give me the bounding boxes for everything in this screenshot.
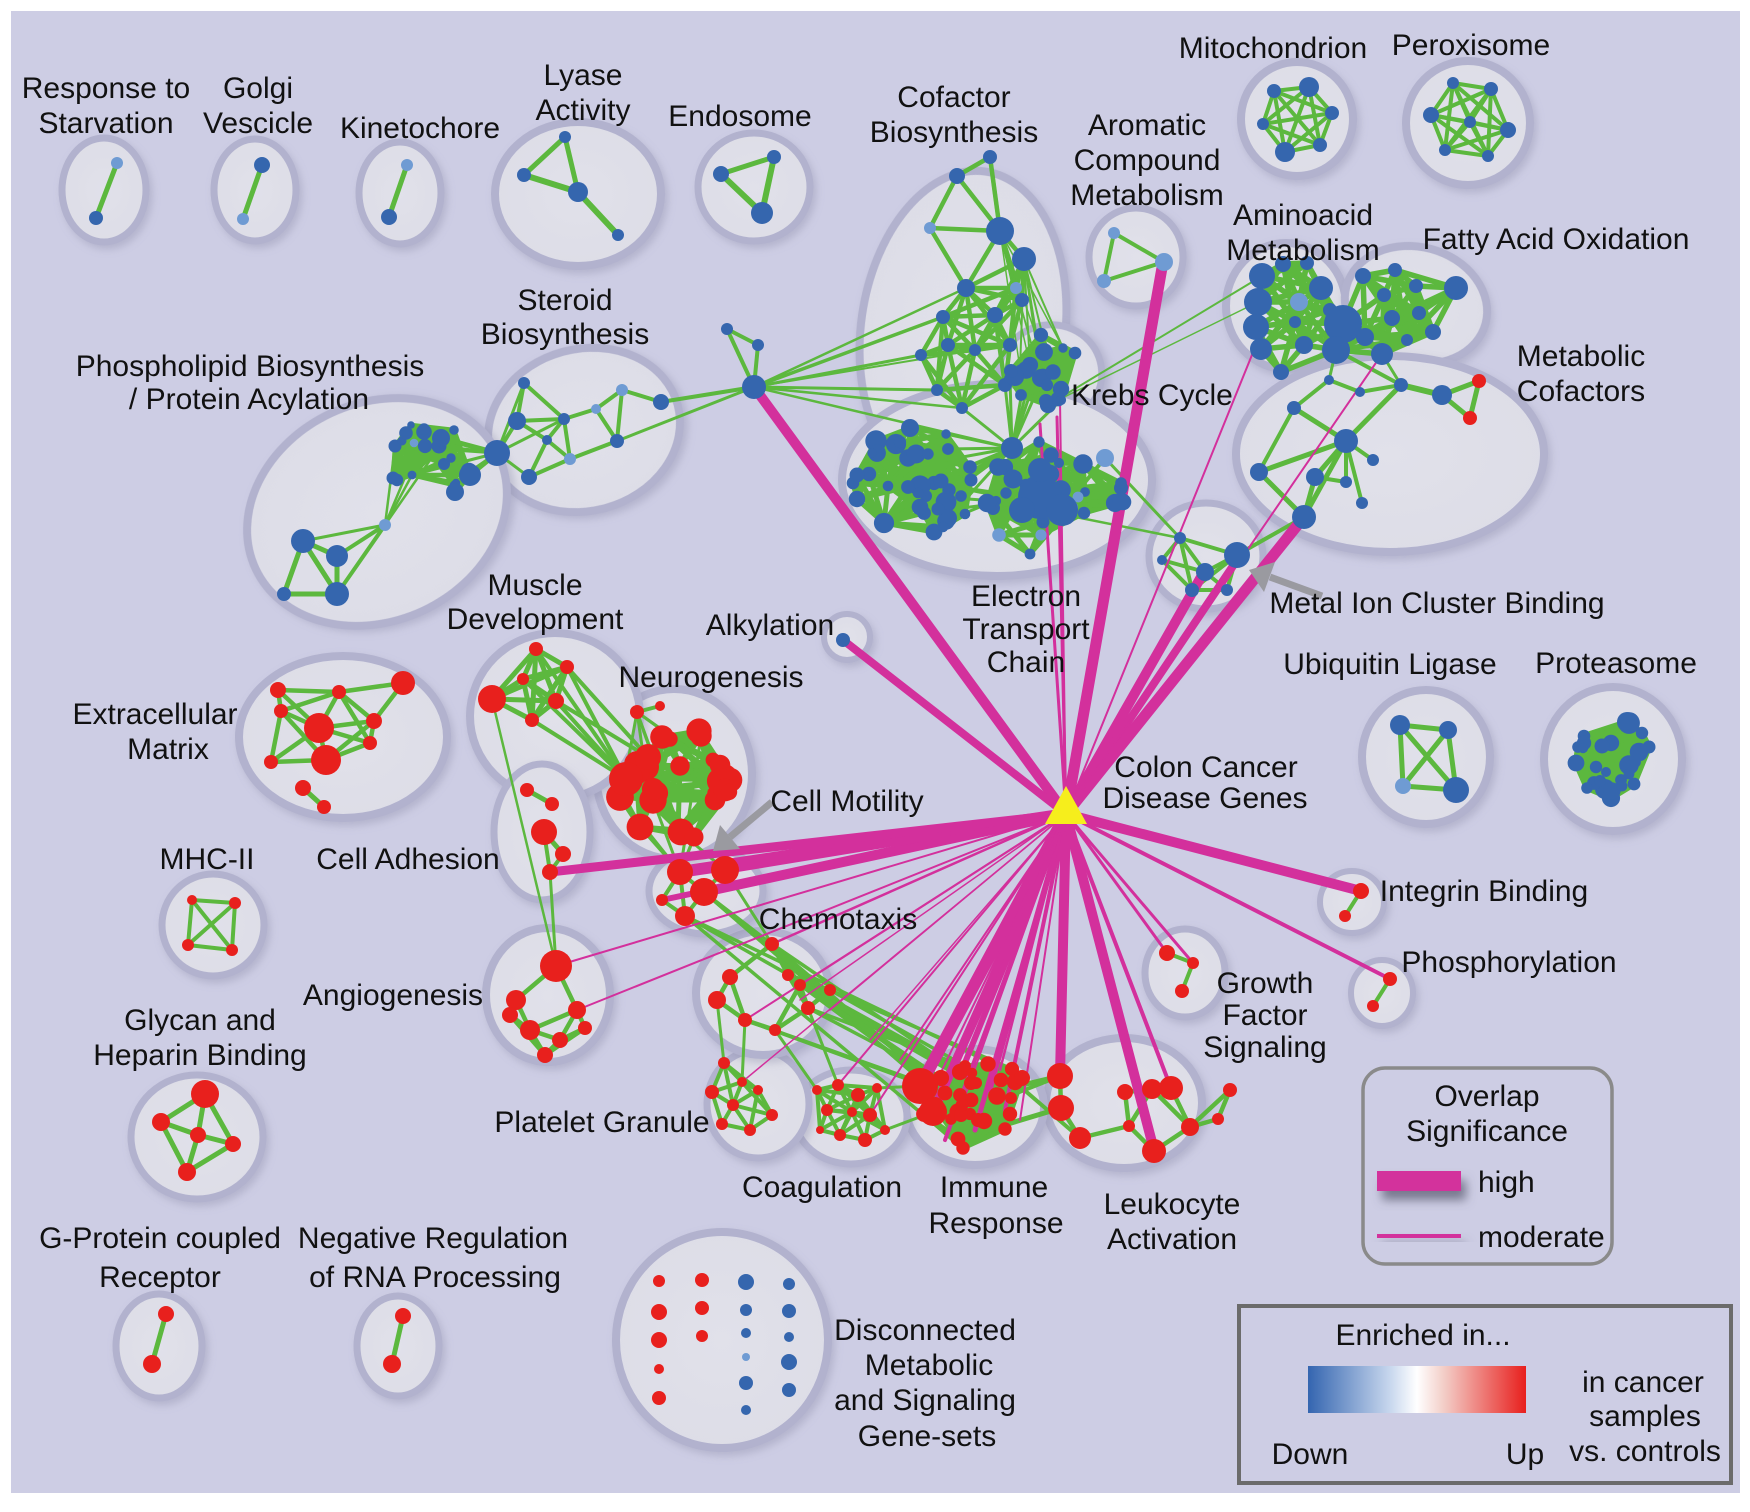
- svg-text:Disease Genes: Disease Genes: [1102, 782, 1307, 815]
- svg-text:Golgi: Golgi: [223, 72, 293, 105]
- svg-text:Activation: Activation: [1107, 1223, 1237, 1256]
- svg-text:vs. controls: vs. controls: [1569, 1435, 1721, 1468]
- svg-text:Phosphorylation: Phosphorylation: [1401, 946, 1616, 979]
- svg-text:samples: samples: [1589, 1400, 1701, 1433]
- svg-text:Electron: Electron: [971, 580, 1081, 613]
- svg-text:Ubiquitin Ligase: Ubiquitin Ligase: [1283, 648, 1496, 681]
- svg-text:Angiogenesis: Angiogenesis: [303, 979, 483, 1012]
- svg-text:Neurogenesis: Neurogenesis: [618, 661, 803, 694]
- svg-text:Growth: Growth: [1217, 967, 1314, 1000]
- svg-text:Matrix: Matrix: [127, 733, 209, 766]
- svg-text:Glycan and: Glycan and: [124, 1004, 276, 1037]
- svg-text:Metabolic: Metabolic: [865, 1349, 993, 1382]
- svg-text:Heparin Binding: Heparin Binding: [93, 1039, 306, 1072]
- svg-text:Cofactors: Cofactors: [1517, 375, 1645, 408]
- svg-text:Cell Motility: Cell Motility: [770, 785, 923, 818]
- svg-text:Activity: Activity: [535, 94, 630, 127]
- svg-text:Leukocyte: Leukocyte: [1104, 1188, 1241, 1221]
- svg-text:Vescicle: Vescicle: [203, 107, 313, 140]
- svg-text:Kinetochore: Kinetochore: [340, 112, 500, 145]
- svg-text:Cofactor: Cofactor: [897, 81, 1010, 114]
- svg-text:Receptor: Receptor: [99, 1261, 221, 1294]
- svg-text:Fatty Acid Oxidation: Fatty Acid Oxidation: [1423, 223, 1690, 256]
- svg-text:Coagulation: Coagulation: [742, 1171, 902, 1204]
- svg-text:Integrin Binding: Integrin Binding: [1380, 875, 1588, 908]
- svg-text:Response: Response: [928, 1207, 1063, 1240]
- svg-text:Lyase: Lyase: [544, 59, 623, 92]
- svg-text:Down: Down: [1272, 1438, 1349, 1471]
- svg-text:Metabolism: Metabolism: [1070, 179, 1223, 212]
- svg-text:Chain: Chain: [987, 646, 1065, 679]
- svg-text:MHC-II: MHC-II: [160, 843, 255, 876]
- svg-text:of RNA Processing: of RNA Processing: [309, 1261, 561, 1294]
- svg-text:Up: Up: [1506, 1438, 1544, 1471]
- svg-text:Chemotaxis: Chemotaxis: [759, 903, 917, 936]
- svg-text:Mitochondrion: Mitochondrion: [1179, 32, 1367, 65]
- svg-text:G-Protein coupled: G-Protein coupled: [39, 1222, 281, 1255]
- svg-text:Enriched in...: Enriched in...: [1335, 1319, 1510, 1352]
- svg-text:Extracellular: Extracellular: [72, 698, 237, 731]
- svg-text:Significance: Significance: [1406, 1115, 1568, 1148]
- svg-text:high: high: [1478, 1166, 1535, 1199]
- svg-text:in cancer: in cancer: [1582, 1366, 1704, 1399]
- svg-text:Negative Regulation: Negative Regulation: [298, 1222, 568, 1255]
- svg-text:Factor: Factor: [1222, 999, 1307, 1032]
- svg-text:/ Protein Acylation: / Protein Acylation: [129, 383, 369, 416]
- svg-text:Transport: Transport: [962, 613, 1090, 646]
- svg-text:Peroxisome: Peroxisome: [1392, 29, 1550, 62]
- svg-text:Starvation: Starvation: [38, 107, 173, 140]
- svg-text:and Signaling: and Signaling: [834, 1384, 1016, 1417]
- svg-text:Phospholipid Biosynthesis: Phospholipid Biosynthesis: [76, 350, 425, 383]
- svg-text:Development: Development: [447, 603, 624, 636]
- svg-text:moderate: moderate: [1478, 1221, 1605, 1254]
- svg-text:Metabolism: Metabolism: [1226, 234, 1379, 267]
- svg-text:Gene-sets: Gene-sets: [858, 1420, 996, 1453]
- svg-text:Platelet Granule: Platelet Granule: [494, 1106, 709, 1139]
- svg-text:Colon Cancer: Colon Cancer: [1114, 751, 1297, 784]
- svg-text:Overlap: Overlap: [1434, 1080, 1539, 1113]
- svg-text:Muscle: Muscle: [487, 569, 582, 602]
- svg-text:Metabolic: Metabolic: [1517, 340, 1645, 373]
- svg-text:Compound: Compound: [1074, 144, 1221, 177]
- svg-text:Aromatic: Aromatic: [1088, 109, 1206, 142]
- svg-text:Metal Ion Cluster Binding: Metal Ion Cluster Binding: [1269, 587, 1604, 620]
- svg-text:Alkylation: Alkylation: [706, 609, 834, 642]
- svg-text:Cell Adhesion: Cell Adhesion: [316, 843, 499, 876]
- svg-text:Steroid: Steroid: [517, 284, 612, 317]
- svg-text:Response to: Response to: [22, 72, 190, 105]
- svg-text:Endosome: Endosome: [668, 100, 811, 133]
- svg-text:Biosynthesis: Biosynthesis: [481, 318, 649, 351]
- svg-text:Disconnected: Disconnected: [834, 1314, 1016, 1347]
- svg-text:Proteasome: Proteasome: [1535, 647, 1697, 680]
- svg-text:Immune: Immune: [940, 1171, 1048, 1204]
- svg-text:Krebs Cycle: Krebs Cycle: [1071, 379, 1233, 412]
- svg-text:Signaling: Signaling: [1203, 1031, 1326, 1064]
- svg-text:Biosynthesis: Biosynthesis: [870, 116, 1038, 149]
- svg-text:Aminoacid: Aminoacid: [1233, 199, 1373, 232]
